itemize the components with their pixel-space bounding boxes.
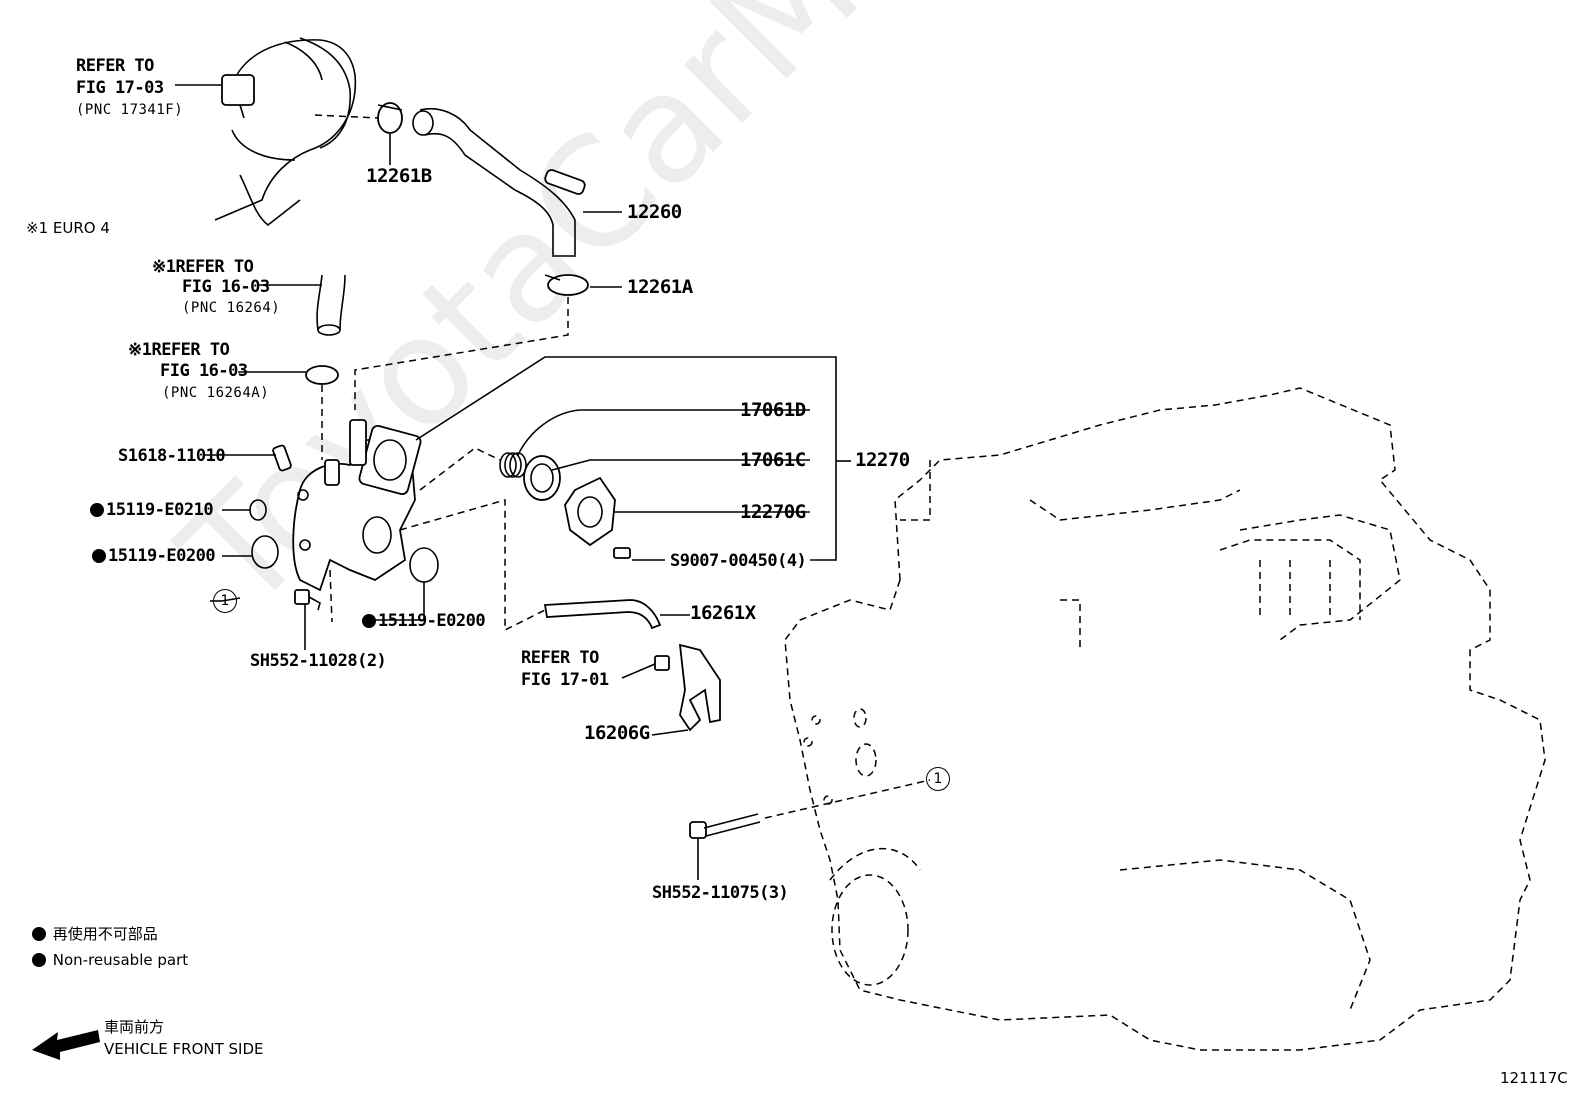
clamp-16264A-drawing [305, 365, 339, 385]
nonreusable-dot-icon [32, 927, 46, 941]
cover-12270G-drawing [564, 476, 616, 547]
variant-note: ※1 EURO 4 [26, 219, 110, 237]
legend-nonreusable-en: Non-reusable part [32, 950, 188, 970]
ref-17-03-line2: FIG 17-03 [76, 78, 164, 98]
part-17061C: 17061C [740, 449, 806, 471]
bracket-16206G-drawing [654, 643, 721, 732]
ref-16-03a-line2: FIG 16-03 [182, 277, 270, 297]
legend-front-jp: 車両前方 [104, 1018, 165, 1036]
intake-elbow-drawing [214, 37, 357, 227]
part-16261X: 16261X [690, 602, 756, 624]
part-S1618-11010: S1618-11010 [118, 446, 226, 466]
part-12270G: 12270G [740, 501, 806, 523]
nonreusable-dot-icon [362, 614, 376, 628]
part-SH552-11028: SH552-11028(2) [250, 651, 387, 671]
ref-17-03-pnc: (PNC 17341F) [76, 102, 184, 118]
oring-0200a-drawing [251, 535, 279, 569]
hose-16261X-drawing [543, 599, 662, 630]
part-15119-E0210: 15119-E0210 [90, 500, 214, 520]
part-12261B: 12261B [366, 165, 432, 187]
callout-1-left: 1 [213, 589, 237, 613]
legend-front-en: VEHICLE FRONT SIDE [104, 1040, 264, 1058]
ref-17-01-line1: REFER TO [521, 648, 599, 668]
oring-0200b-drawing [409, 547, 439, 583]
ref-16-03a-pnc: (PNC 16264) [182, 300, 281, 316]
part-17061D: 17061D [740, 399, 806, 421]
callout-1-right: 1 [926, 767, 950, 791]
thermostat-17061C-drawing [523, 455, 561, 501]
part-12261A: 12261A [627, 276, 693, 298]
oring-0210-drawing [249, 499, 267, 521]
part-16206G: 16206G [584, 722, 650, 744]
water-outlet-housing-drawing [292, 419, 422, 592]
bolt-S9007-drawing [613, 547, 631, 559]
hose-12260-drawing [412, 108, 586, 257]
ref-16-03b-pnc: (PNC 16264A) [162, 385, 270, 401]
spring-17061D-drawing [499, 452, 527, 478]
part-15119-E0200-b: 15119-E0200 [362, 611, 486, 631]
part-15119-E0200-a: 15119-E0200 [92, 546, 216, 566]
leader-lines [175, 84, 851, 880]
plug-drawing [272, 444, 292, 472]
ref-16-03b-line1: ※1REFER TO [128, 340, 230, 360]
ref-17-01-line2: FIG 17-01 [521, 670, 609, 690]
part-12270: 12270 [855, 449, 910, 471]
diagram-id: 121117C [1500, 1069, 1568, 1087]
bolt-11028-drawing [294, 589, 321, 611]
clamp-12261A-drawing [544, 274, 589, 296]
ref-16-03b-line2: FIG 16-03 [160, 361, 248, 381]
front-arrow-icon [32, 1030, 100, 1060]
legend-nonreusable-jp: 再使用不可部品 [32, 924, 158, 944]
part-SH552-11075: SH552-11075(3) [652, 883, 789, 903]
nonreusable-dot-icon [92, 549, 106, 563]
engine-block-outline [784, 387, 1546, 1051]
nonreusable-dot-icon [32, 953, 46, 967]
nonreusable-dot-icon [90, 503, 104, 517]
part-S9007-00450: S9007-00450(4) [670, 551, 807, 571]
ref-16-03a-line1: ※1REFER TO [152, 257, 254, 277]
connector-lines [314, 114, 931, 819]
ref-17-03-line1: REFER TO [76, 56, 154, 76]
clamp-12261B-drawing [377, 102, 403, 134]
bolt-11075-drawing [689, 813, 761, 839]
part-12260: 12260 [627, 201, 682, 223]
hose-16264-drawing [316, 274, 346, 336]
